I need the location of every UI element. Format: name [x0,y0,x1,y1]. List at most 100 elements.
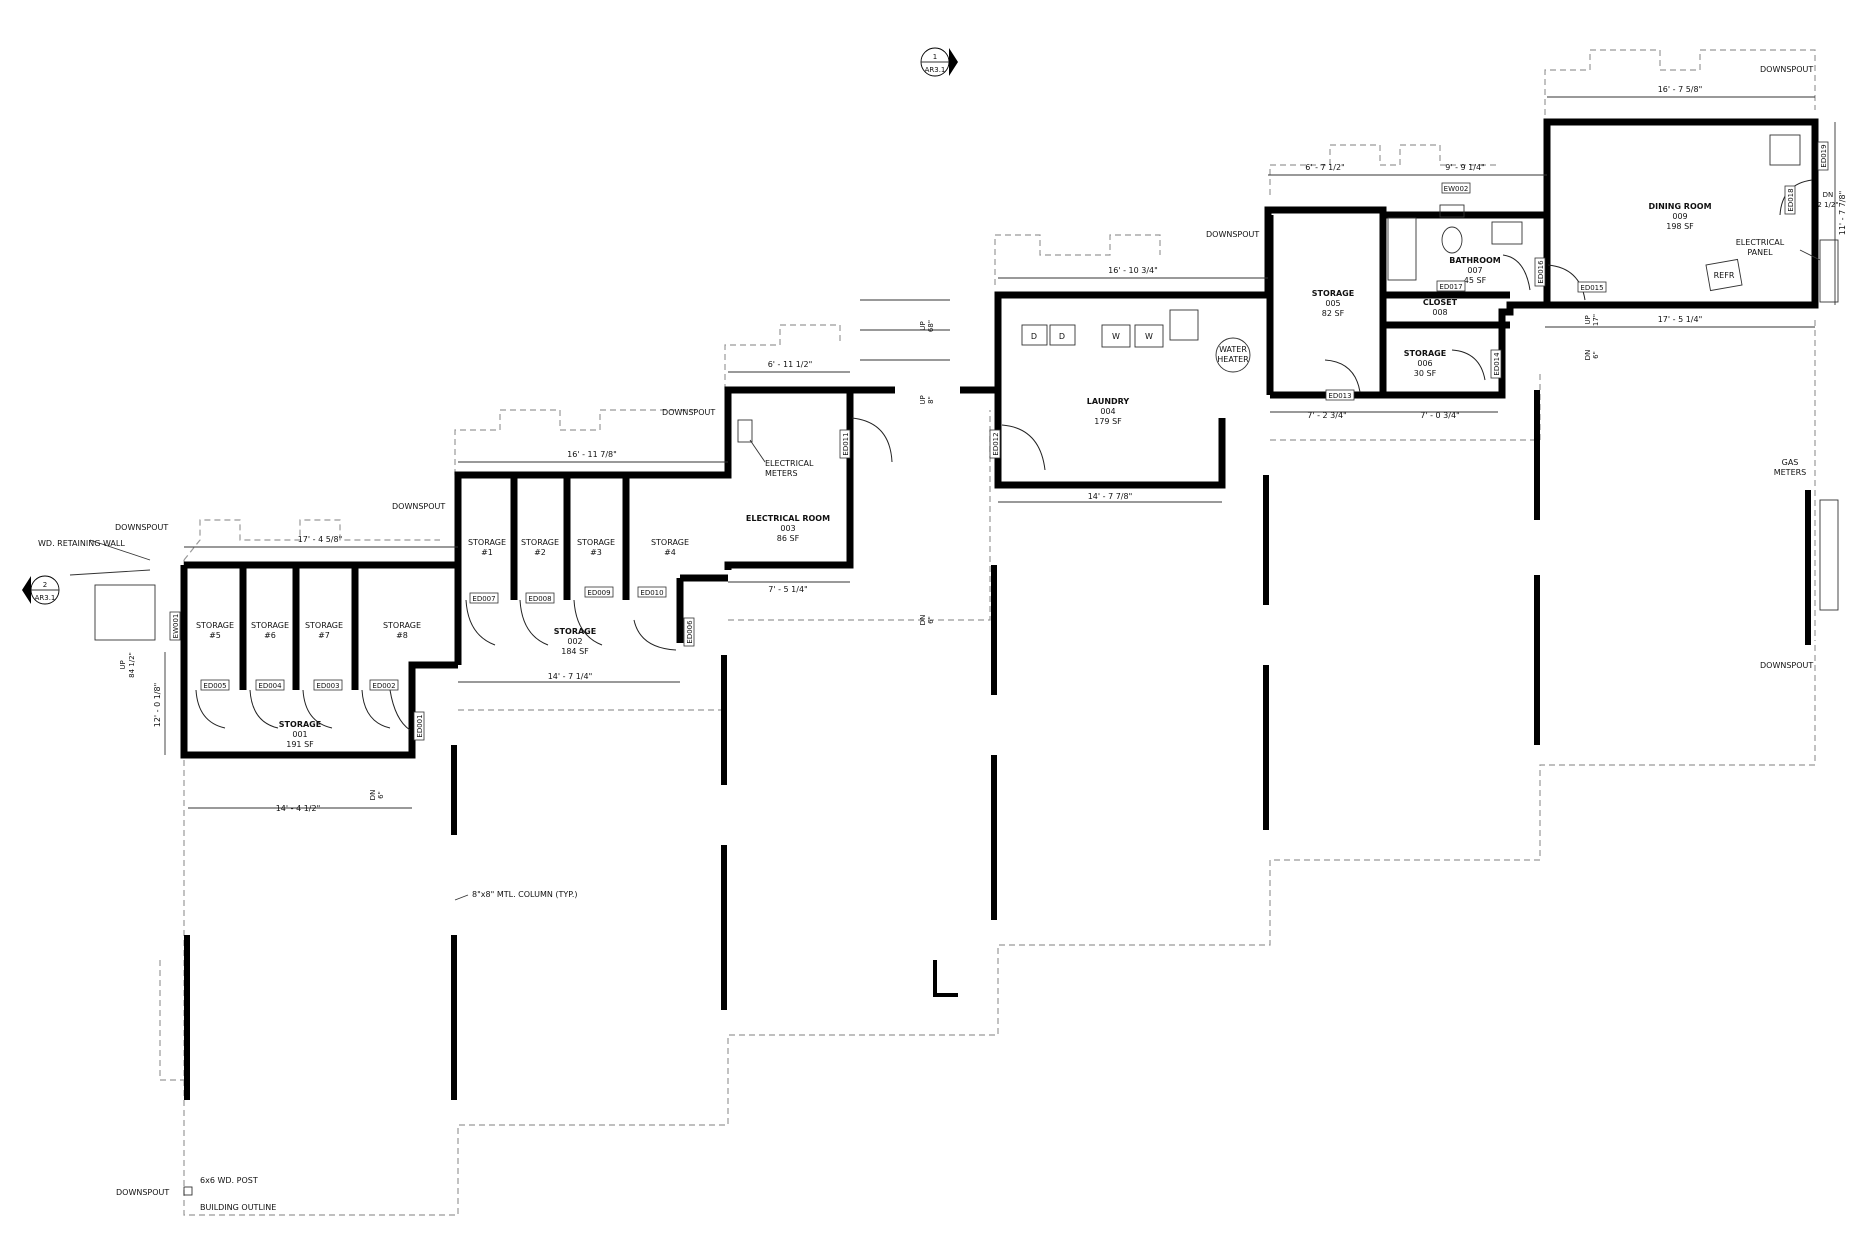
level-dn-value: 6" [1592,351,1600,359]
dining-sink [1769,134,1801,166]
door-tag-ed002: ED002 [372,682,395,690]
building-outline-label: BUILDING OUTLINE [200,1203,276,1212]
level-dn: DN [369,790,377,801]
door-tag-ed012: ED012 [992,432,1000,455]
room-005-number: 005 [1325,299,1340,308]
locker-s3-num: #3 [590,548,602,557]
water-heater-label: WATER [1219,345,1247,354]
level-dn: DN [919,615,927,626]
locker-s2-num: #2 [534,548,546,557]
section-marker-1[interactable]: 1 AR3.1 [920,47,958,77]
electrical-panel [1819,239,1839,303]
dimension-label: 12' - 0 1/8" [153,683,162,728]
retaining-wall-label: WD. RETAINING WALL [38,539,125,548]
locker-s3-name: STORAGE [577,538,615,547]
level-dn-value: 6" [377,791,385,799]
door-tag-ed005: ED005 [203,682,226,690]
exterior-stair [94,584,156,641]
dryer-1 [1021,324,1048,346]
downspout-label: DOWNSPOUT [115,523,168,532]
washer-label: W [1112,332,1120,341]
walls [180,118,1819,759]
room-007-name: BATHROOM [1449,256,1501,265]
locker-s8-name: STORAGE [383,621,421,630]
column-note: 8"x8" MTL. COLUMN (TYP.) [472,890,578,899]
dryer-label: D [1031,332,1037,341]
washer-1 [1101,324,1131,348]
electrical-panel-label: ELECTRICAL [1736,238,1785,247]
room-009-number: 009 [1672,212,1687,221]
downspout-label: DOWNSPOUT [1206,230,1259,239]
room-003-name: ELECTRICAL ROOM [746,514,830,523]
room-labels: STORAGE 001 191 SF STORAGE 002 184 SF EL… [279,202,1712,749]
dimension-label: 7' - 2 3/4" [1307,411,1346,420]
room-009-name: DINING ROOM [1648,202,1711,211]
door-tag-ed011: ED011 [842,432,850,455]
level-up: UP [919,321,927,330]
section-sheet: AR3.1 [925,66,946,74]
dryer-2 [1049,324,1076,346]
door-tag-ed008: ED008 [528,595,551,603]
room-009-area: 198 SF [1666,222,1694,231]
locker-s5-name: STORAGE [196,621,234,630]
section-sheet: AR3.1 [35,594,56,602]
door-tag-ed009: ED009 [587,589,610,597]
electrical-meters-label: ELECTRICAL [765,459,814,468]
downspout-label: DOWNSPOUT [1760,65,1813,74]
dimension-label: 7' - 0 3/4" [1420,411,1459,420]
toilet [1441,226,1463,254]
level-up: UP [919,395,927,404]
locker-s1-num: #1 [481,548,493,557]
washer-label: W [1145,332,1153,341]
dimension-label: 16' - 11 7/8" [567,450,617,459]
room-001-name: STORAGE [279,720,321,729]
level-up-value: 17" [1592,314,1600,326]
room-002-name: STORAGE [554,627,596,636]
toilet-tank [1439,204,1465,218]
electrical-panel-label: PANEL [1747,248,1773,257]
door-tag-ed019: ED019 [1820,144,1828,167]
downspout-label: DOWNSPOUT [392,502,445,511]
building-outline [159,49,1816,1216]
level-notes: DN 6" DN 6" DN 6" UP 84 1/2" UP 68" UP 8… [119,191,1839,800]
locker-s2-name: STORAGE [521,538,559,547]
locker-s6-num: #6 [264,631,276,640]
dimension-label: 14' - 7 7/8" [1088,492,1133,501]
door-tag-ed017: ED017 [1439,283,1462,291]
level-up: UP [119,660,127,669]
locker-s7-name: STORAGE [305,621,343,630]
wd-post [183,1186,193,1196]
door-tag-ed006: ED006 [686,620,694,644]
utility-sink [1169,309,1199,341]
shower [1387,217,1417,281]
bath-sink [1491,221,1523,245]
section-marker-2[interactable]: 2 AR3.1 [22,575,60,605]
downspout-label: DOWNSPOUT [116,1188,169,1197]
door-tags: ED005 ED004 ED003 ED002 ED001 EW001 ED00… [169,141,1829,741]
dimension-label: 16' - 7 5/8" [1658,85,1703,94]
locker-s4-num: #4 [664,548,676,557]
room-003-number: 003 [780,524,795,533]
dimension-text: 17' - 4 5/8" 16' - 11 7/8" 6' - 11 1/2" … [153,85,1847,813]
room-004-area: 179 SF [1094,417,1122,426]
gas-meters [1819,499,1839,611]
level-up-value: 8" [927,396,935,404]
locker-labels: STORAGE #5 STORAGE #6 STORAGE #7 STORAGE… [196,538,689,640]
section-number: 1 [933,53,937,61]
electrical-meters [737,419,753,443]
water-heater-label: HEATER [1217,355,1249,364]
fixtures [69,134,1839,1196]
level-up-value: 68" [927,320,935,332]
level-dn-value: 2 1/2" [1817,201,1838,209]
door-tag-ed010: ED010 [640,589,663,597]
dryer-label: D [1059,332,1065,341]
room-008-number: 008 [1432,308,1447,317]
door-tag-ed003: ED003 [316,682,339,690]
door-tag-ed015: ED015 [1580,284,1603,292]
dimension-label: 7' - 5 1/4" [768,585,807,594]
locker-s8-num: #8 [396,631,408,640]
room-006-name: STORAGE [1404,349,1446,358]
level-dn: DN [1584,350,1592,361]
washer-2 [1134,324,1164,348]
